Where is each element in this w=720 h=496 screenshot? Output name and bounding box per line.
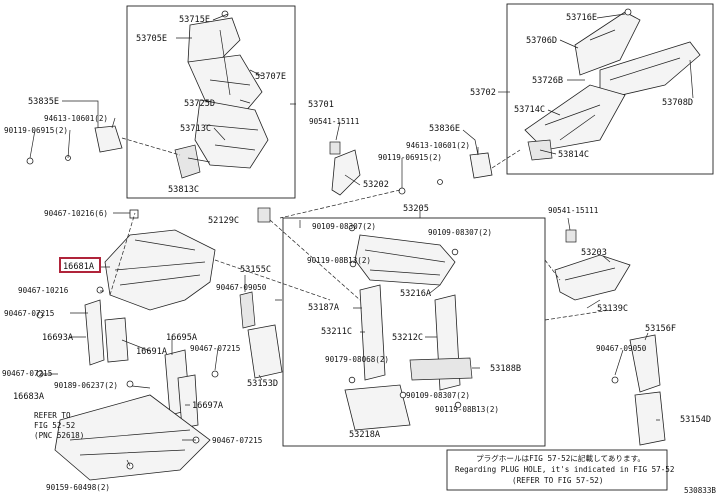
label-90189-06237[interactable]: 90189-06237(2) <box>54 381 118 390</box>
label-16691a[interactable]: 16691A <box>136 347 168 357</box>
label-53715e[interactable]: 53715E <box>179 15 210 25</box>
label-90119-08b13-a[interactable]: 90119-08B13(2) <box>307 256 371 265</box>
label-90119-06915-b[interactable]: 90119-06915(2) <box>378 153 442 162</box>
brace-53202 <box>329 141 361 196</box>
label-94613-10601-b[interactable]: 94613-10601(2) <box>406 141 470 150</box>
label-16695a[interactable]: 16695A <box>166 333 198 343</box>
label-53216a[interactable]: 53216A <box>400 289 432 299</box>
radiator-bracket-16695a <box>126 349 219 429</box>
label-53713c[interactable]: 53713C <box>180 124 211 134</box>
label-90467-07215-d[interactable]: 90467-07215 <box>212 436 262 445</box>
bracket-53836e <box>398 152 493 195</box>
label-90109-08307-a[interactable]: 90109-08307(2) <box>312 222 376 231</box>
brace-53203 <box>554 229 631 301</box>
label-90119-08b13-b[interactable]: 90119-08B13(2) <box>435 405 499 414</box>
label-90109-08307-c[interactable]: 90109-08307(2) <box>406 391 470 400</box>
label-53154d[interactable]: 53154D <box>680 415 711 425</box>
note-japanese: プラグホールはFIG 57-52に記載してあります。 <box>476 453 645 463</box>
footer-code: 530833B <box>684 486 716 495</box>
label-90179-08068[interactable]: 90179-08068(2) <box>325 355 389 364</box>
label-53726b[interactable]: 53726B <box>532 76 563 86</box>
label-90467-09050-a[interactable]: 90467-09050 <box>216 283 267 292</box>
label-53714c[interactable]: 53714C <box>514 105 545 115</box>
label-53205[interactable]: 53205 <box>403 204 429 214</box>
label-53835e[interactable]: 53835E <box>28 97 59 107</box>
ref-line-2: FIG 52-52 <box>34 421 75 430</box>
label-53702[interactable]: 53702 <box>470 88 496 98</box>
label-53212c[interactable]: 53212C <box>392 333 423 343</box>
label-53155c[interactable]: 53155C <box>240 265 271 275</box>
label-16693a[interactable]: 16693A <box>42 333 74 343</box>
group-box-53701 <box>126 5 296 199</box>
label-53814c[interactable]: 53814C <box>558 150 589 160</box>
label-52129c[interactable]: 52129C <box>208 216 239 226</box>
support-assembly-53205 <box>257 207 473 431</box>
label-53203[interactable]: 53203 <box>581 248 607 258</box>
apron-assembly-53701 <box>174 10 269 179</box>
bracket-53156f <box>611 334 666 446</box>
label-90467-07215-b[interactable]: 90467-07215 <box>190 344 240 353</box>
label-90541-15111-b[interactable]: 90541-15111 <box>548 206 599 215</box>
label-53706d[interactable]: 53706D <box>526 36 557 46</box>
label-53188b[interactable]: 53188B <box>490 364 521 374</box>
label-16683a[interactable]: 16683A <box>13 392 45 402</box>
bracket-53153d <box>239 291 283 379</box>
label-53708d[interactable]: 53708D <box>662 98 693 108</box>
label-16681a[interactable]: 16681A <box>63 262 95 272</box>
label-53187a[interactable]: 53187A <box>308 303 340 313</box>
highlight-16681a <box>59 257 101 273</box>
label-53211c[interactable]: 53211C <box>321 327 352 337</box>
label-53836e[interactable]: 53836E <box>429 124 460 134</box>
label-53156f[interactable]: 53156F <box>645 324 676 334</box>
label-53707e[interactable]: 53707E <box>255 72 286 82</box>
label-90467-10216-6[interactable]: 90467-10216(6) <box>44 209 108 218</box>
ref-line-1: REFER TO <box>34 411 71 420</box>
radiator-support-16681a <box>96 209 216 311</box>
label-16697a[interactable]: 16697A <box>192 401 224 411</box>
label-94613-10601-a[interactable]: 94613-10601(2) <box>44 114 108 123</box>
leader-lines <box>29 13 694 467</box>
label-90467-09050-b[interactable]: 90467-09050 <box>596 344 647 353</box>
label-90159-60498[interactable]: 90159-60498(2) <box>46 483 110 492</box>
group-box-53702 <box>506 3 714 175</box>
label-90541-15111-a[interactable]: 90541-15111 <box>309 117 360 126</box>
label-90467-07215-c[interactable]: 90467-07215 <box>2 369 52 378</box>
note-reference: (REFER TO FIG 57-52) <box>512 476 603 485</box>
label-53705e[interactable]: 53705E <box>136 34 167 44</box>
label-53218a[interactable]: 53218A <box>349 430 381 440</box>
radiator-bracket-16693a <box>36 299 129 378</box>
part-labels: 53715E 53705E 53707E 53725D 53713C 53813… <box>2 13 716 495</box>
label-53153d[interactable]: 53153D <box>247 379 278 389</box>
dashed-lines <box>109 137 611 321</box>
label-53139c[interactable]: 53139C <box>597 304 628 314</box>
group-box-53205 <box>282 217 546 447</box>
label-90467-07215-a[interactable]: 90467-07215 <box>4 309 54 318</box>
label-90467-10216[interactable]: 90467-10216 <box>18 286 69 295</box>
label-53701[interactable]: 53701 <box>308 100 334 110</box>
label-90109-08307-b[interactable]: 90109-08307(2) <box>428 228 492 237</box>
label-53813c[interactable]: 53813C <box>168 185 199 195</box>
label-53202[interactable]: 53202 <box>363 180 389 190</box>
label-53716e[interactable]: 53716E <box>566 13 597 23</box>
note-english: Regarding PLUG HOLE, it's indicated in F… <box>455 465 674 474</box>
label-90119-06915-a[interactable]: 90119-06915(2) <box>4 126 68 135</box>
note-box <box>446 449 668 491</box>
apron-assembly-53702 <box>524 8 701 161</box>
bracket-53835e <box>26 125 123 165</box>
ref-line-3: (PNC 52618) <box>34 431 84 440</box>
label-53725d[interactable]: 53725D <box>184 99 215 109</box>
